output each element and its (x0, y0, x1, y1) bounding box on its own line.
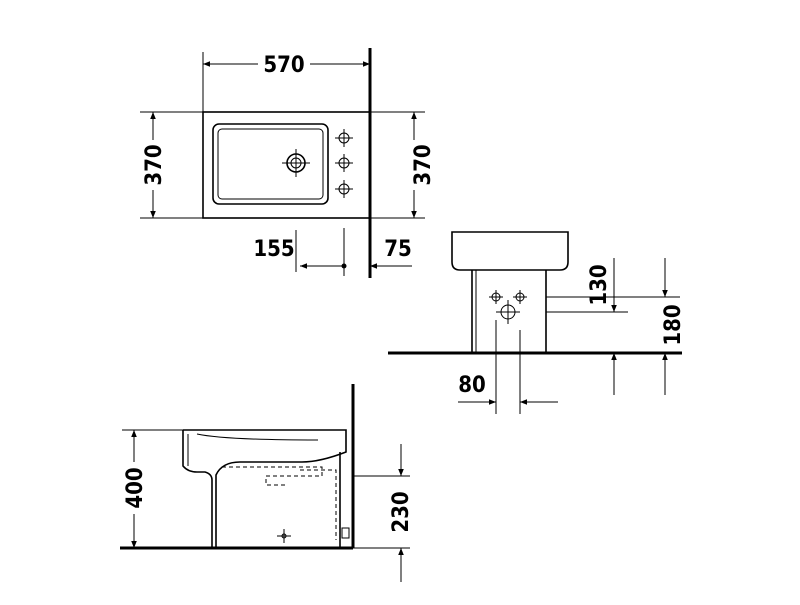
front-view: 130 180 80 (388, 231, 686, 414)
fixing-point-icon (277, 529, 291, 543)
dim-180-label: 180 (661, 304, 686, 345)
tap-hole-icons (335, 129, 353, 198)
dim-370-right-label: 370 (411, 144, 436, 185)
top-bowl (212, 123, 329, 205)
connection-icons (489, 290, 527, 324)
dim-400-label: 400 (123, 467, 148, 508)
dim-370-left-label: 370 (142, 144, 167, 185)
drain-icon (282, 149, 310, 177)
dim-155-label: 155 (253, 237, 294, 262)
side-view: 400 230 (120, 384, 414, 582)
side-bowl-profile (183, 429, 347, 548)
top-bowl-inner (217, 128, 324, 200)
top-view: 570 370 370 155 75 (140, 48, 436, 278)
dim-230-label: 230 (389, 491, 414, 532)
dim-75-label: 75 (384, 237, 412, 262)
side-front-profile (182, 430, 213, 548)
front-rim (451, 231, 569, 271)
dim-80-label: 80 (458, 373, 486, 398)
dim-570-label: 570 (263, 53, 304, 78)
dim-130-label: 130 (587, 264, 612, 305)
top-outline (202, 111, 371, 219)
